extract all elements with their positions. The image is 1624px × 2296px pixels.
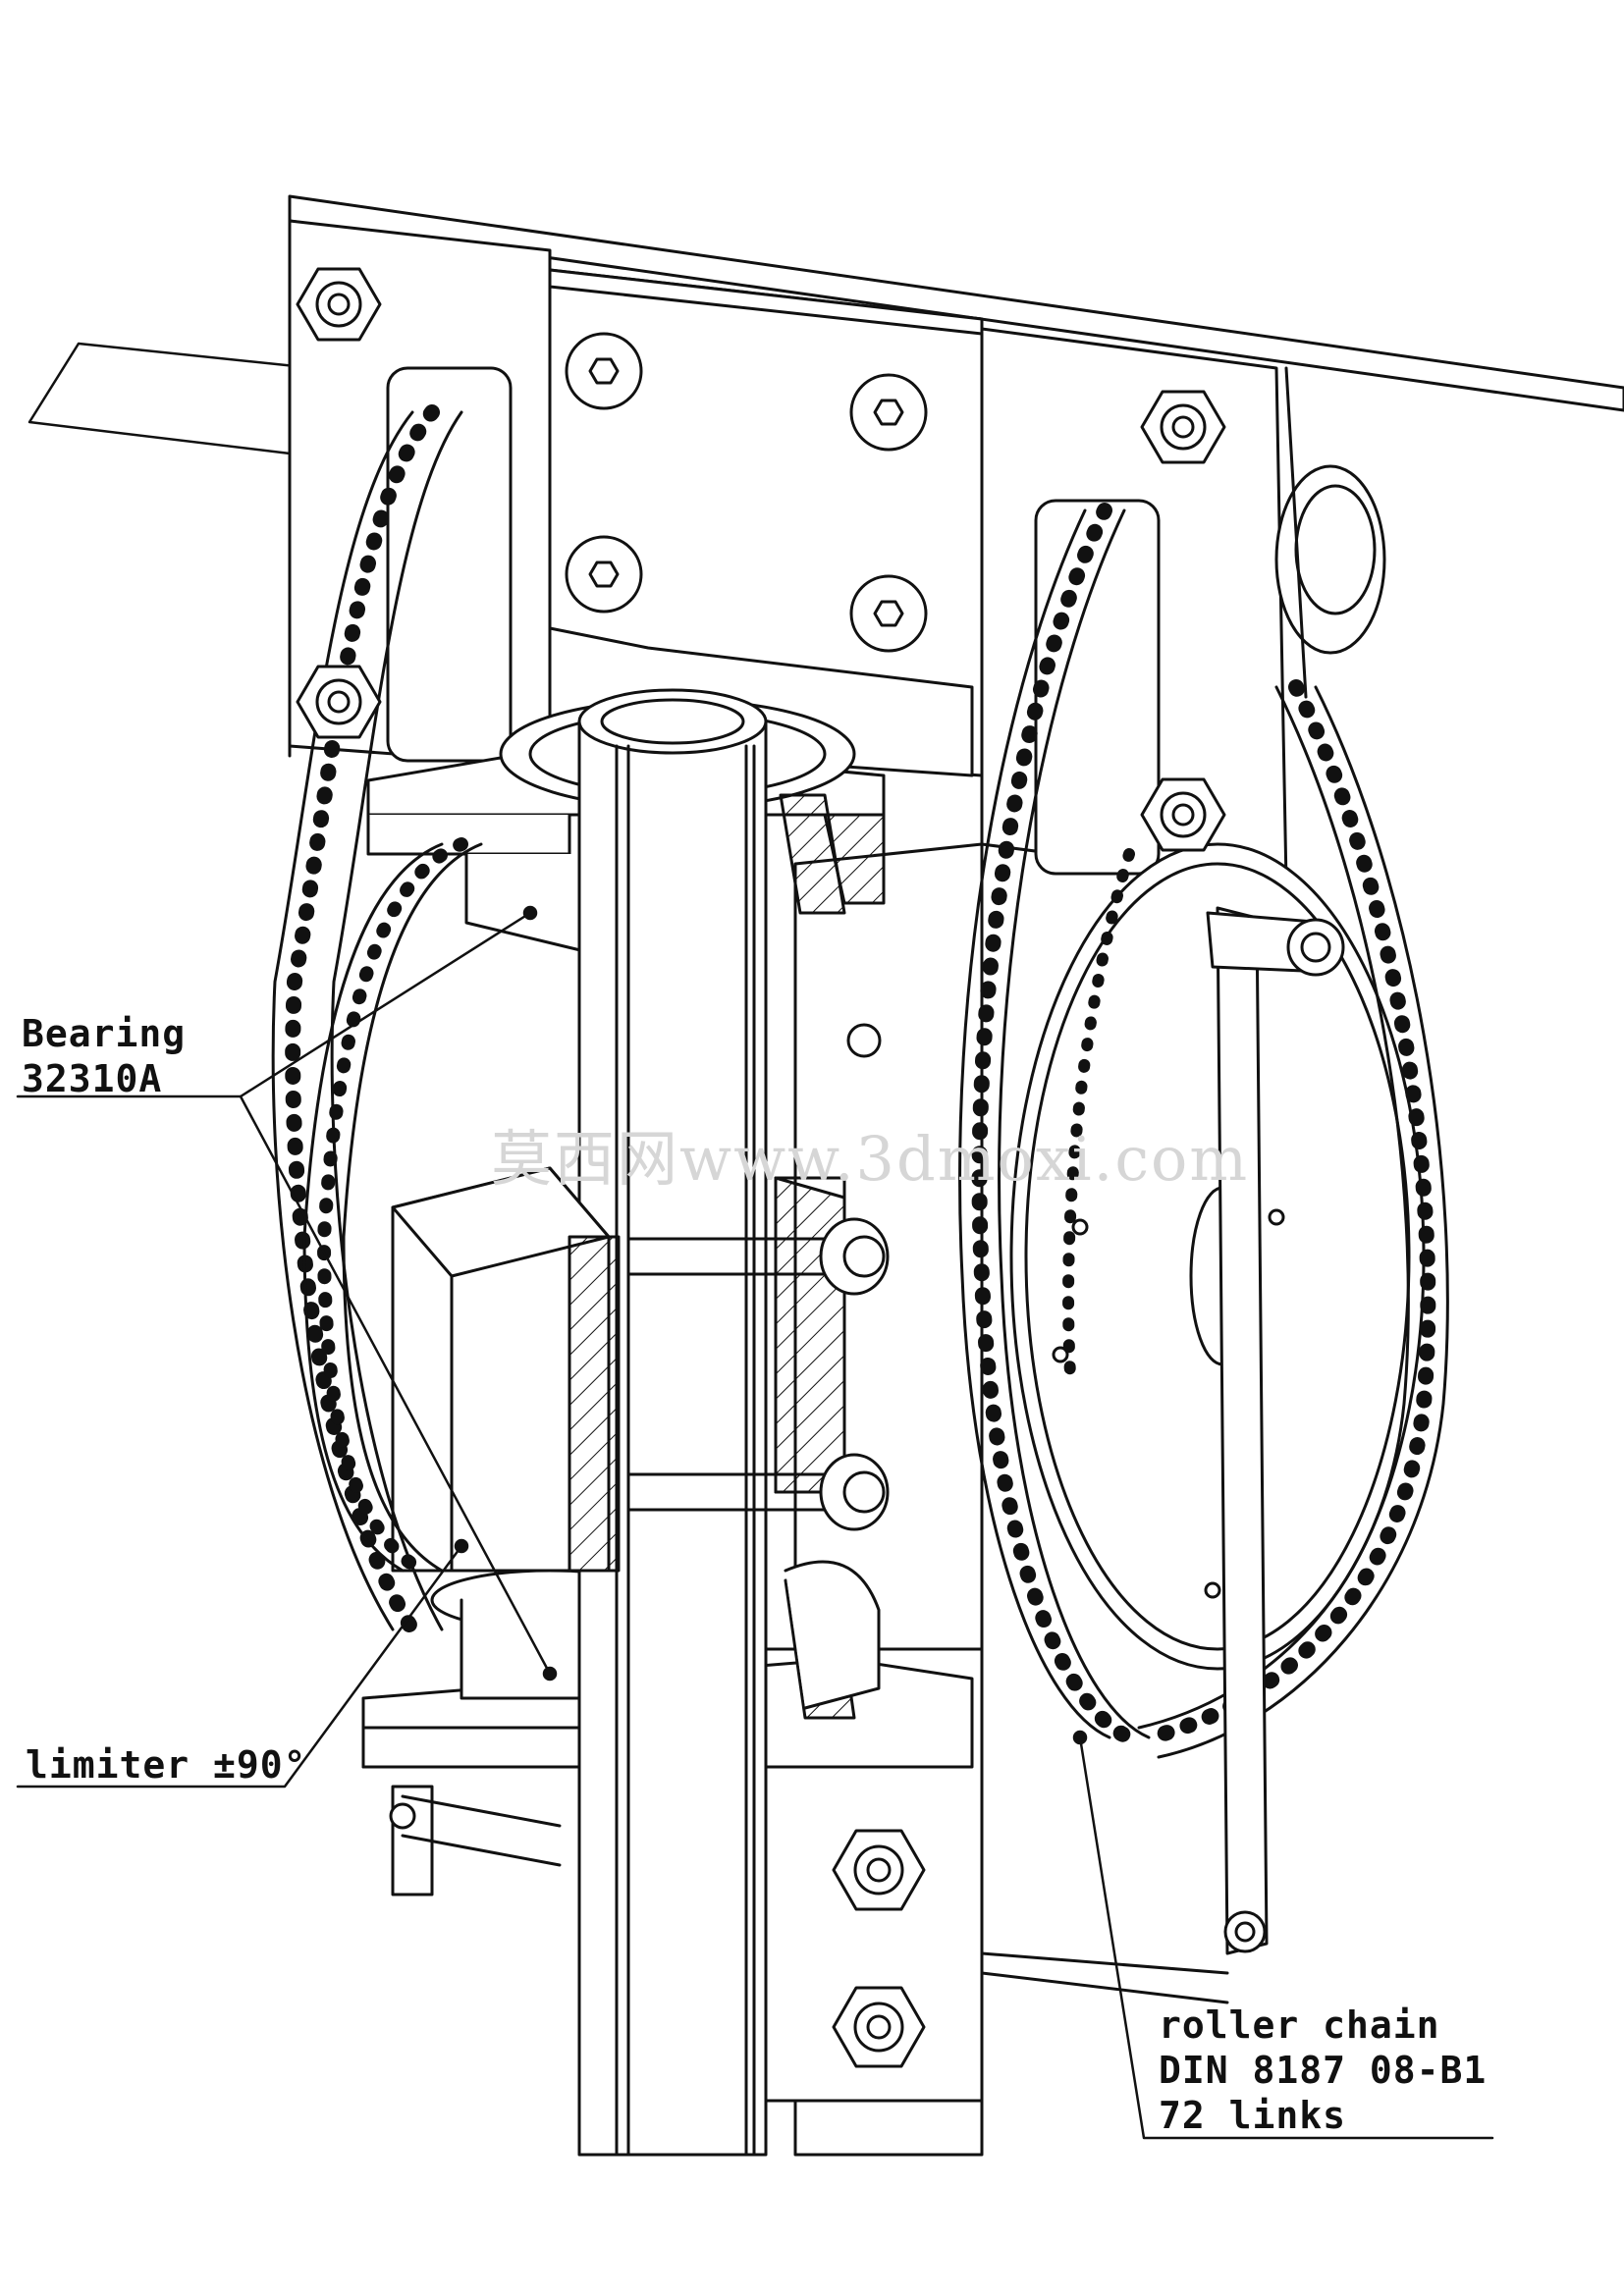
hex-nut	[832, 1986, 926, 2068]
bearing-callout: Bearing 32310A	[22, 1011, 186, 1101]
socket-screws	[565, 332, 928, 653]
limiter-block	[391, 1166, 846, 1573]
roller-chain-callout-name: roller chain	[1159, 2003, 1440, 2047]
left-roller-chain	[271, 404, 483, 1637]
swing-arm	[1206, 906, 1345, 1955]
roller-chain-callout: roller chain DIN 8187 08-B1 72 links	[1159, 2002, 1487, 2138]
limiter-callout: limiter ±90°	[26, 1742, 307, 1788]
side-pulley	[1274, 366, 1386, 699]
hex-nut	[296, 665, 382, 739]
hex-nut	[296, 267, 382, 342]
watermark-text: 莫西网www.3dmoxi.com	[491, 1123, 1250, 1195]
bearing-callout-part: 32310A	[22, 1057, 163, 1100]
roller-chain-callout-links: 72 links	[1159, 2094, 1347, 2137]
hex-nut	[832, 1829, 926, 1911]
roller-chain-callout-standard: DIN 8187 08-B1	[1159, 2049, 1488, 2092]
lower-pin	[389, 1785, 562, 1896]
bearing-callout-name: Bearing	[22, 1012, 187, 1055]
hex-nuts	[296, 267, 1226, 2068]
top-beam	[27, 194, 1624, 758]
right-mounting-plate	[980, 327, 1288, 885]
limiter-leader	[16, 1544, 463, 1789]
right-roller-chain	[958, 503, 1449, 1759]
hex-nut	[1140, 390, 1226, 464]
leader-lines	[16, 905, 1494, 2140]
roller-chain-leader	[1078, 1735, 1494, 2140]
cap-screws	[626, 1217, 890, 1531]
limiter-callout-text: limiter ±90°	[26, 1743, 307, 1787]
hex-nut	[1140, 777, 1226, 852]
plate-hole	[846, 1023, 882, 1058]
